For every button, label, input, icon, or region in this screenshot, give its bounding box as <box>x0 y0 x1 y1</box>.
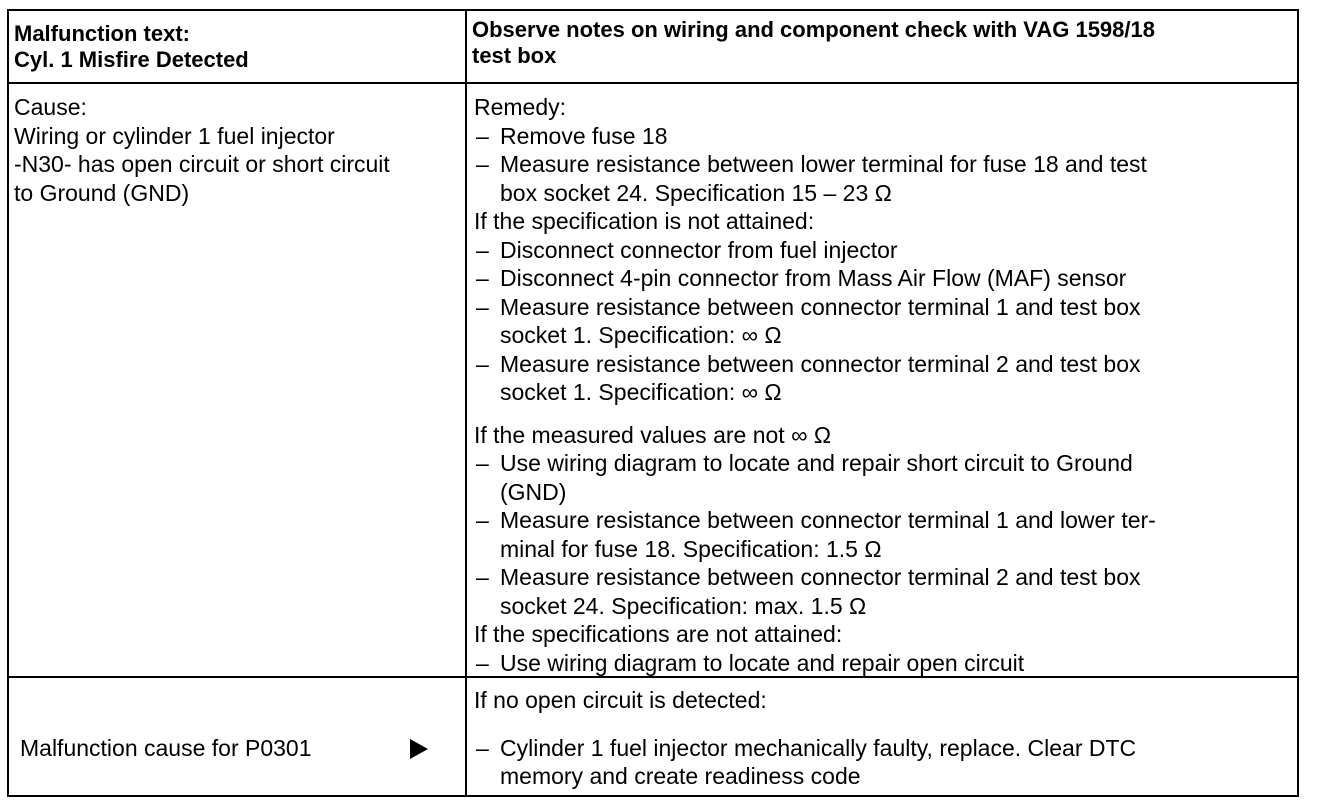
step-text: Cylinder 1 fuel injector mechanically fa… <box>500 734 1137 761</box>
remedy-step: – Use wiring diagram to locate and repai… <box>474 649 1292 678</box>
notes-header-line2: test box <box>472 43 557 68</box>
cause-label: Cause: <box>14 94 87 120</box>
remedy-step: – Remove fuse 18 <box>474 122 1292 151</box>
remedy-step: – Measure resistance between connector t… <box>474 563 1292 620</box>
step-text: socket 1. Specification: ∞ Ω <box>500 379 782 405</box>
condition-text: If no open circuit is detected: <box>474 687 767 713</box>
malfunction-cause-cell: Malfunction cause for P0301 <box>20 734 400 763</box>
dash-bullet: – <box>476 734 489 761</box>
remedy-step: – Disconnect connector from fuel injecto… <box>474 236 1292 265</box>
column-divider <box>465 9 467 797</box>
dash-bullet: – <box>476 564 489 590</box>
right-arrow-icon <box>410 739 428 759</box>
table-bottom-border <box>7 795 1298 797</box>
dash-bullet: – <box>476 122 489 149</box>
dash-bullet: – <box>476 151 489 177</box>
remedy-step: – Disconnect 4-pin connector from Mass A… <box>474 264 1292 293</box>
step-text: box socket 24. Specification 15 – 23 Ω <box>500 179 892 206</box>
step-text: (GND) <box>500 478 567 505</box>
step-text: Measure resistance between connector ter… <box>500 293 1141 320</box>
remedy-step: – Use wiring diagram to locate and repai… <box>474 449 1292 506</box>
step-text: Measure resistance between connector ter… <box>500 564 1141 590</box>
step-text: socket 24. Specification: max. 1.5 Ω <box>500 592 867 619</box>
remedy-step: – Measure resistance between connector t… <box>474 293 1292 350</box>
step-text: Measure resistance between connector ter… <box>500 350 1141 377</box>
remedy-cell: Remedy: – Remove fuse 18 – Measure resis… <box>474 93 1292 677</box>
malfunction-text-label: Malfunction text: <box>14 21 190 46</box>
cause-line: Wiring or cylinder 1 fuel injector <box>14 122 335 149</box>
malfunction-cause-label: Malfunction cause for P0301 <box>20 735 312 761</box>
spacer <box>474 715 1292 734</box>
step-text: Disconnect 4-pin connector from Mass Air… <box>500 265 1127 291</box>
step-text: socket 1. Specification: ∞ Ω <box>500 322 782 348</box>
dash-bullet: – <box>476 649 489 676</box>
malfunction-title: Cyl. 1 Misfire Detected <box>14 47 249 72</box>
step-text: Measure resistance between lower termina… <box>500 151 1147 177</box>
cause-cell: Cause: Wiring or cylinder 1 fuel injecto… <box>14 93 462 207</box>
cause-line: -N30- has open circuit or short circuit <box>14 151 390 177</box>
step-text: Measure resistance between connector ter… <box>500 507 1156 533</box>
step-text: Disconnect connector from fuel injector <box>500 236 898 263</box>
dash-bullet: – <box>476 293 489 320</box>
table-top-border <box>7 9 1298 11</box>
remedy-step: – Measure resistance between lower termi… <box>474 150 1292 207</box>
dash-bullet: – <box>476 265 489 291</box>
step-text: Use wiring diagram to locate and repair … <box>500 649 1025 676</box>
header-bottom-border <box>7 82 1298 84</box>
notes-header: Observe notes on wiring and component ch… <box>472 17 1292 69</box>
spacer <box>474 407 1292 421</box>
remedy-step: – Measure resistance between connector t… <box>474 506 1292 563</box>
table-left-border <box>7 9 9 797</box>
remedy-label: Remedy: <box>474 94 567 120</box>
remedy-step: – Measure resistance between connector t… <box>474 350 1292 407</box>
step-text: Use wiring diagram to locate and repair … <box>500 450 1133 476</box>
dash-bullet: – <box>476 236 489 263</box>
body-divider <box>7 676 1298 678</box>
dash-bullet: – <box>476 450 489 476</box>
malfunction-text-header: Malfunction text: Cyl. 1 Misfire Detecte… <box>14 21 459 73</box>
condition-text: If the specification is not attained: <box>474 208 815 234</box>
table-right-border <box>1297 9 1299 797</box>
notes-header-line1: Observe notes on wiring and component ch… <box>472 17 1155 42</box>
dash-bullet: – <box>476 507 489 533</box>
bottom-remedy-cell: If no open circuit is detected: – Cylind… <box>474 686 1292 791</box>
remedy-step: – Cylinder 1 fuel injector mechanically … <box>474 734 1292 791</box>
condition-text: If the specifications are not attained: <box>474 621 843 647</box>
cause-line: to Ground (GND) <box>14 179 190 206</box>
dash-bullet: – <box>476 350 489 377</box>
step-text: Remove fuse 18 <box>500 122 668 149</box>
step-text: minal for fuse 18. Specification: 1.5 Ω <box>500 535 882 562</box>
step-text: memory and create readiness code <box>500 763 861 789</box>
condition-text: If the measured values are not ∞ Ω <box>474 421 832 448</box>
